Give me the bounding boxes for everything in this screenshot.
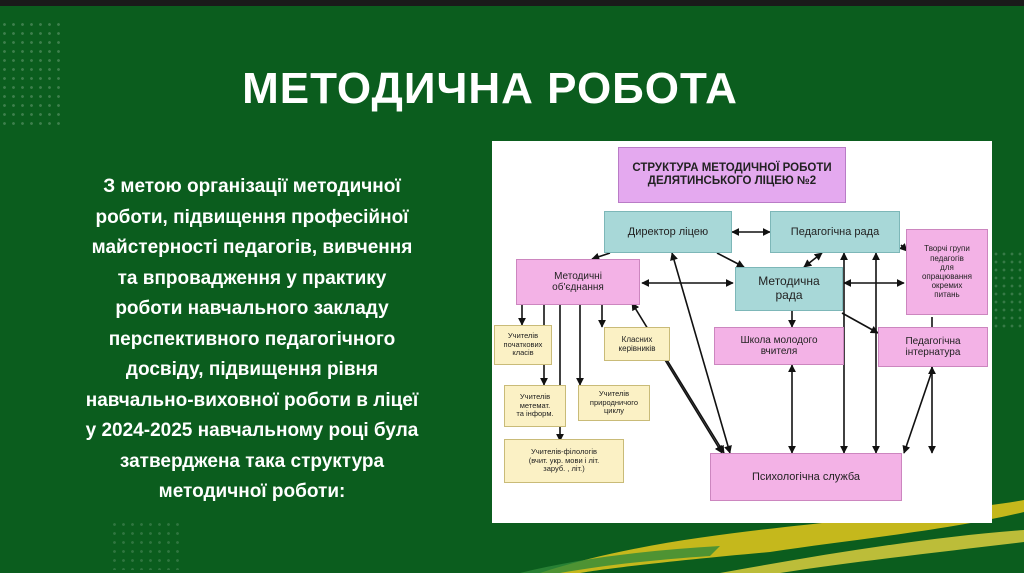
- body-line: майстерності педагогів, вивчення: [91, 237, 413, 258]
- structure-diagram: СТРУКТУРА МЕТОДИЧНОЇ РОБОТИ ДЕЛЯТИНСЬКОГ…: [492, 141, 992, 523]
- node-primary-teachers: Учителів початкових класів: [494, 325, 552, 365]
- diagram-connectors: [518, 228, 936, 454]
- node-method-council: Методична рада: [735, 267, 843, 311]
- body-line: досвіду, підвищення рівня: [125, 359, 379, 380]
- decorative-dots: [110, 520, 180, 570]
- node-class-teachers: Класних керівників: [604, 327, 670, 361]
- connector: [631, 302, 725, 454]
- body-line: методичної роботи:: [158, 481, 346, 502]
- body-line: затверджена така структура: [119, 450, 385, 472]
- body-line: навчально-виховної роботи в ліцеї: [85, 389, 419, 411]
- body-line: роботи, підвищення професійної: [95, 206, 409, 228]
- top-bar: [0, 0, 1024, 6]
- node-creative-groups: Творчі групи педагогів для опрацювання о…: [906, 229, 988, 315]
- node-structure-title: СТРУКТУРА МЕТОДИЧНОЇ РОБОТИ ДЕЛЯТИНСЬКОГ…: [618, 147, 846, 203]
- connector: [803, 252, 823, 268]
- connector: [661, 354, 723, 454]
- node-young-teacher-school: Школа молодого вчителя: [714, 327, 844, 365]
- connector: [841, 312, 879, 334]
- node-ped-council: Педагогічна рада: [770, 211, 900, 253]
- node-math-teachers: Учителів метемат. та інформ.: [504, 385, 566, 427]
- body-line: роботи навчального закладу: [115, 298, 389, 319]
- node-philology-teachers: Учителів-філологів (вчит. укр. мови і лі…: [504, 439, 624, 483]
- decorative-dots: [0, 20, 60, 130]
- connector: [670, 252, 732, 454]
- connector: [902, 370, 933, 454]
- node-psych-service: Психологічна служба: [710, 453, 902, 501]
- connector: [716, 252, 745, 268]
- node-director: Директор ліцею: [604, 211, 732, 253]
- node-method-associations: Методичні об'єднання: [516, 259, 640, 305]
- node-ped-boarding: Педагогічна інтернатура: [878, 327, 988, 367]
- slide-title: МЕТОДИЧНА РОБОТА: [242, 64, 738, 113]
- body-line: З метою організації методичної: [103, 176, 401, 197]
- body-line: перспективного педагогічного: [108, 328, 396, 350]
- node-natural-teachers: Учителів природничого циклу: [578, 385, 650, 421]
- slide-body-text: З метою організації методичної роботи, п…: [22, 172, 482, 508]
- body-line: та впровадження у практику: [117, 267, 387, 289]
- body-line: у 2024-2025 навчальному році була: [85, 420, 419, 441]
- connector: [591, 252, 611, 261]
